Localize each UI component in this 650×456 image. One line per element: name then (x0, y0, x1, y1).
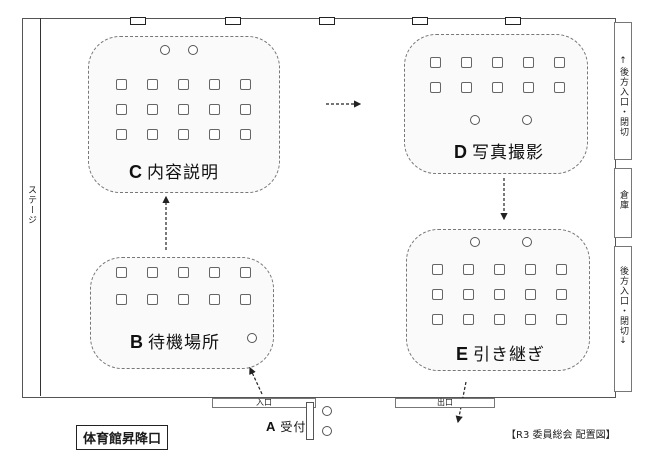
zone-c-letter: C (129, 162, 143, 182)
zone-c-seat (240, 129, 251, 140)
zone-b-seat (209, 267, 220, 278)
zone-d-seat (461, 57, 472, 68)
zone-c-circle-2 (188, 45, 198, 55)
storage-label: 倉庫 (618, 190, 628, 210)
rear-entrance-top-label: ↑後方入口・閉切 (618, 56, 628, 137)
zone-d-seat (492, 82, 503, 93)
zone-c-circle-1 (160, 45, 170, 55)
zone-b-seat (240, 267, 251, 278)
zone-d-seat (523, 82, 534, 93)
zone-c-seat (116, 129, 127, 140)
zone-e-letter: E (456, 344, 470, 364)
zone-e-seat (494, 289, 505, 300)
zone-e-name: 引き継ぎ (473, 345, 546, 365)
venue-title: 体育館昇降口 (76, 425, 169, 450)
zone-d-seat (554, 82, 565, 93)
entrance: 入口 (212, 398, 316, 408)
exit: 出口 (395, 398, 495, 408)
zone-e-seat (432, 314, 443, 325)
zone-c-seat (147, 79, 158, 90)
top-door-4 (412, 17, 428, 25)
zone-b-letter: B (130, 332, 144, 352)
zone-e-seat (525, 314, 536, 325)
zone-c-seat (116, 104, 127, 115)
zone-e-seat (463, 314, 474, 325)
rear-entrance-top (614, 22, 632, 160)
stage (22, 18, 41, 396)
zone-e (406, 229, 590, 371)
zone-b-seat (178, 294, 189, 305)
zone-c-name: 内容説明 (147, 163, 219, 183)
zone-d-seat (461, 82, 472, 93)
zone-e-seat (556, 314, 567, 325)
zone-c-seat (209, 129, 220, 140)
rear-entrance-bottom-label: 後方入口・閉切↓ (618, 266, 628, 347)
zone-e-seat (556, 289, 567, 300)
zone-c-seat (240, 104, 251, 115)
zone-e-seat (463, 264, 474, 275)
zone-e-circle-2 (522, 237, 532, 247)
layout-caption: 【R3 委員総会 配置図】 (506, 430, 616, 441)
zone-c-seat (209, 104, 220, 115)
zone-b-circle (247, 333, 257, 343)
zone-c-seat (209, 79, 220, 90)
zone-d-seat (430, 57, 441, 68)
zone-c-seat (178, 104, 189, 115)
zone-e-seat (525, 264, 536, 275)
reception-circle-1 (322, 406, 332, 416)
zone-e-seat (494, 264, 505, 275)
zone-b-seat (147, 294, 158, 305)
zone-b-seat (240, 294, 251, 305)
zone-b-seat (178, 267, 189, 278)
zone-d-seat (523, 57, 534, 68)
zone-c-seat (240, 79, 251, 90)
zone-b-seat (147, 267, 158, 278)
top-door-2 (225, 17, 241, 25)
zone-d-name: 写真撮影 (472, 143, 544, 163)
top-door-5 (505, 17, 521, 25)
arrow-entrance-to-b (249, 366, 263, 395)
zone-e-seat (494, 314, 505, 325)
zone-d-seat (554, 57, 565, 68)
zone-b-name: 待機場所 (148, 333, 220, 353)
reception-circle-2 (322, 426, 332, 436)
zone-e-seat (432, 264, 443, 275)
stage-label: ステージ (26, 185, 36, 225)
storage (614, 168, 632, 238)
zone-c-seat (178, 79, 189, 90)
zone-d-circle-1 (470, 115, 480, 125)
zone-e-seat (432, 289, 443, 300)
zone-a-name: 受付 (280, 420, 307, 434)
top-door-3 (319, 17, 335, 25)
zone-d-letter: D (454, 142, 468, 162)
zone-b-seat (209, 294, 220, 305)
zone-c-seat (147, 104, 158, 115)
reception-desk (306, 402, 314, 440)
zone-c-seat (116, 79, 127, 90)
zone-d-seat (430, 82, 441, 93)
zone-b-seat (116, 294, 127, 305)
zone-e-seat (525, 289, 536, 300)
zone-e-seat (463, 289, 474, 300)
zone-d-circle-2 (522, 115, 532, 125)
rear-entrance-bottom (614, 246, 632, 392)
zone-a-letter: A (266, 419, 277, 434)
zone-c-seat (147, 129, 158, 140)
zone-b-seat (116, 267, 127, 278)
zone-c-seat (178, 129, 189, 140)
zone-e-circle-1 (470, 237, 480, 247)
top-door-1 (130, 17, 146, 25)
zone-d-seat (492, 57, 503, 68)
zone-e-seat (556, 264, 567, 275)
